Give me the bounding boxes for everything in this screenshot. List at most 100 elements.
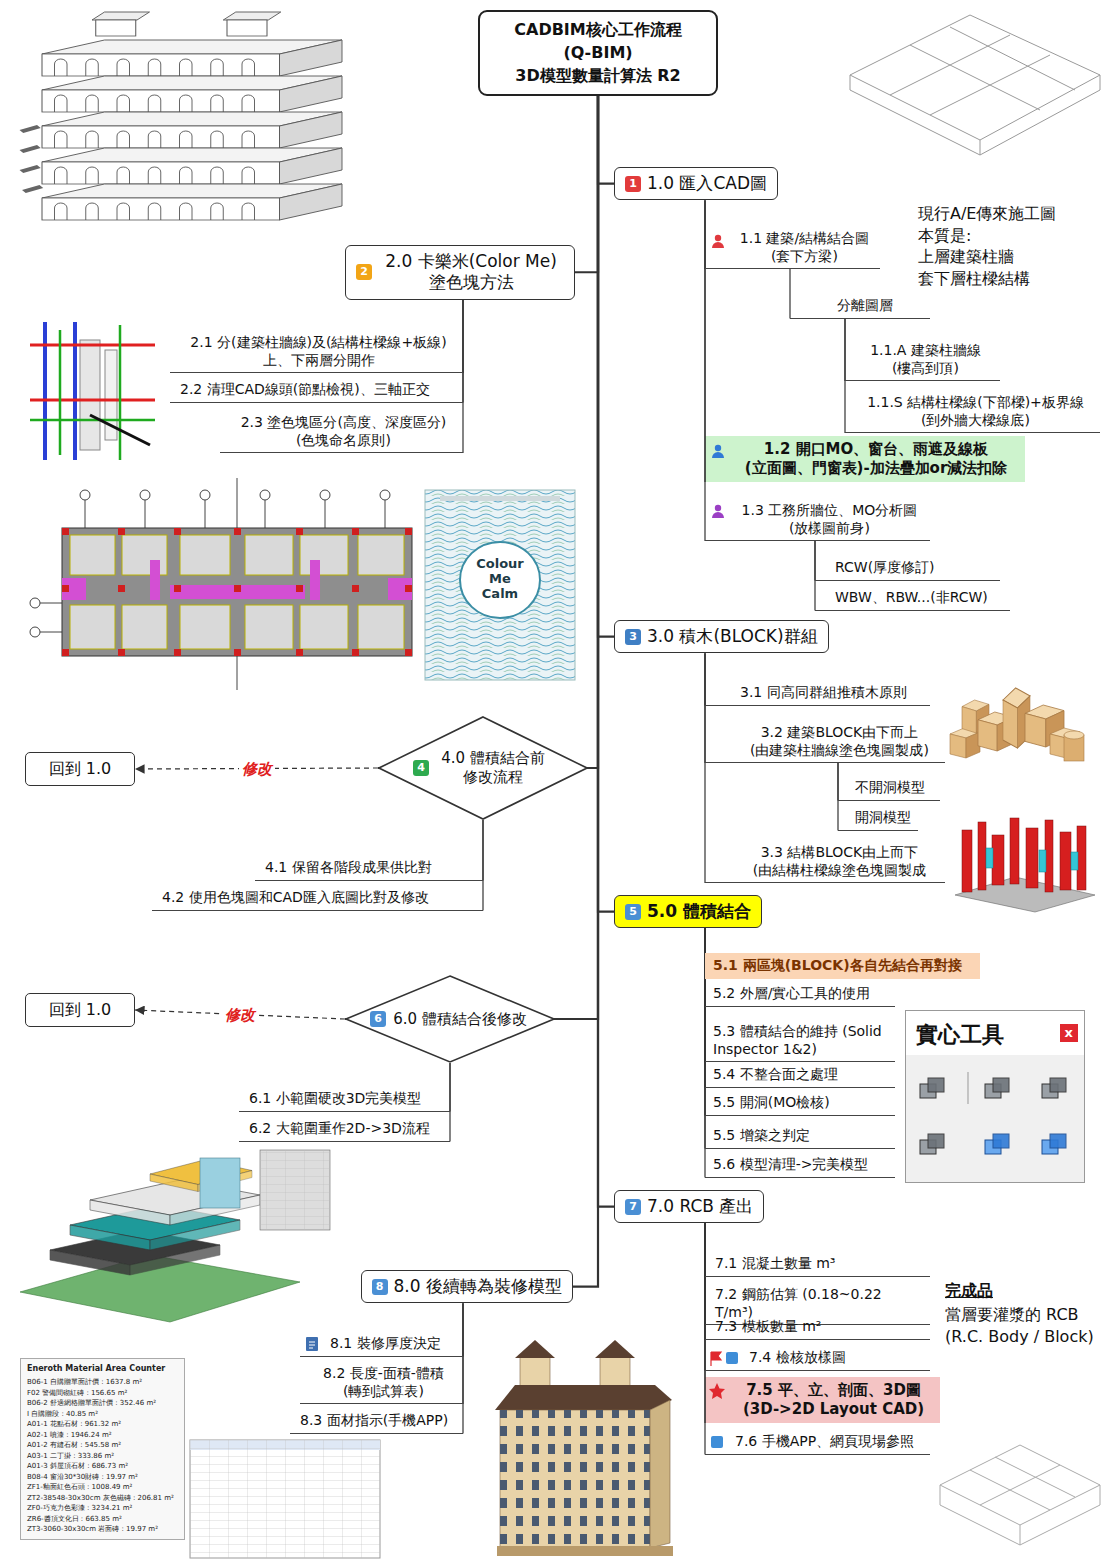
panel-title: 實心工具 [906, 1011, 1084, 1059]
tool-panel-body [920, 1078, 944, 1098]
step-text: 7.4 檢核放樣圖 [749, 1349, 924, 1367]
layered-model [260, 1150, 330, 1230]
tree-line [378, 96, 598, 768]
book-cover [440, 496, 560, 501]
step-text: 7.1 混凝土數量 m³ [715, 1255, 924, 1273]
sub-step: 7.1 混凝土數量 m³ [705, 1253, 930, 1277]
step-text: 8.2 長度-面積-體積 (轉到試算表) [310, 1365, 457, 1400]
layered-model [20, 1150, 330, 1322]
tree-line [482, 820, 483, 911]
structure-blocks [955, 818, 1095, 912]
finished-building [515, 1340, 555, 1358]
step-box: 77.0 RCB 產出 [614, 1190, 764, 1223]
diamond-outline [379, 717, 587, 819]
finished-building [650, 1400, 670, 1548]
tree-line [575, 96, 598, 273]
cad-snippet [30, 325, 155, 460]
sub-step: 5.3 體積結合的維持 (Solid Inspector 1&2) [705, 1021, 895, 1062]
tree-line [573, 96, 598, 1287]
step-label: 6.0 體積結合後修改 [390, 1010, 530, 1029]
cad-snippet [90, 415, 150, 445]
floor-plan [358, 535, 404, 575]
material-entry: B06-1 自購贈單面計價 : 1637.8 m² [27, 1377, 178, 1388]
step-text: 7.3 模板數量 m² [715, 1318, 924, 1336]
finished-building [520, 1355, 550, 1387]
tree-line [449, 1063, 450, 1142]
floor-plan [122, 535, 167, 575]
status-icons [712, 235, 724, 248]
step-text: 7.6 手機APP、網頁現場參照 [735, 1433, 924, 1451]
highlight-step: 7.5 平、立、剖面、3D圖 (3D->2D Layout CAD) [705, 1377, 940, 1423]
floor-plan [62, 528, 412, 656]
sub-step: 4.1 保留各階段成果供比對 [255, 857, 483, 881]
step-text: 開洞模型 [855, 809, 912, 827]
sub-step: 7.3 模板數量 m² [705, 1316, 930, 1340]
step-text: 5.5 開洞(MO檢核) [713, 1094, 889, 1112]
step-text: 2.1 分(建築柱牆線)及(結構柱樑線+板線) 上、下兩層分開作 [180, 334, 457, 369]
material-spreadsheet [190, 1440, 380, 1558]
structure-blocks [1071, 852, 1078, 870]
step-text: 6.1 小範圍硬改3D完美模型 [249, 1090, 444, 1108]
building-exploded-view [42, 112, 342, 148]
wireframe-model [940, 1445, 1100, 1545]
material-entry: ZF0-巧克力色彩漆 : 3234.21 m² [27, 1503, 178, 1514]
floor-plan [180, 535, 230, 575]
status-icons [711, 1352, 721, 1366]
step-text: 1.2 開口MO、窗台、雨遮及線板 (立面圖、門窗表)-加法疊加or減法扣除 [735, 440, 1017, 478]
step-label: 1.0 匯入CAD圖 [647, 173, 767, 194]
tool-panel-body [905, 1010, 1085, 1183]
book-title: Colour Me Calm [474, 557, 526, 602]
step-label: 7.0 RCB 產出 [647, 1196, 753, 1217]
decision-diamond: 44.0 體積結合前 修改流程 [378, 716, 588, 820]
decision-diamond: 66.0 體積結合後修改 [345, 975, 555, 1063]
wireframe-model [890, 27, 1075, 115]
step-text: 4.1 保留各階段成果供比對 [265, 859, 477, 877]
note-text: 當層要灌漿的 RCB (R.C. Body / Block) [945, 1304, 1110, 1347]
step-text: 5.1 兩區塊(BLOCK)各自先結合再對接 [713, 957, 972, 975]
tree-line [598, 96, 614, 637]
cad-snippet [30, 322, 155, 460]
material-entry: F02 警備間砌紅磚 : 156.65 m² [27, 1388, 178, 1399]
finished-building [495, 1340, 673, 1556]
sub-step: 1.1.S 結構柱樑線(下部樑)+板界線 (到外牆大樑線底) [845, 392, 1100, 433]
material-spreadsheet [190, 1440, 380, 1558]
status-icons [715, 235, 721, 241]
wireframe-model [940, 1445, 1100, 1545]
connector-group [135, 96, 845, 1455]
material-entry: ZT3-3060-30x30cm 岩面磚 : 19.97 m² [27, 1524, 178, 1535]
sub-step: 1.1.A 建築柱牆線 (樓高到頂) [845, 340, 1000, 381]
material-panel: Eneroth Material Area CounterB06-1 自購贈單面… [20, 1358, 185, 1540]
floor-plan [300, 605, 348, 649]
structure-blocks [1026, 828, 1038, 888]
building-exploded-view [227, 20, 267, 36]
cad-snippet [80, 340, 100, 450]
finished-building [497, 1546, 673, 1556]
diamond-content: 66.0 體積結合後修改 [370, 1010, 530, 1029]
tool-panel-body [905, 1010, 1085, 1183]
floor-plan [70, 535, 115, 575]
tree-line [462, 300, 463, 454]
sub-step: 8.2 長度-面積-體積 (轉到試算表) [300, 1363, 463, 1404]
floor-plan [62, 528, 412, 656]
step-label: 2.0 卡樂米(Color Me) 塗色塊方法 [378, 251, 564, 294]
floor-plan [140, 490, 150, 500]
sub-step: 開洞模型 [838, 807, 918, 831]
step-box: 55.0 體積結合 [614, 895, 762, 928]
panel-title: Eneroth Material Area Counter [27, 1363, 178, 1375]
edge-label: 修改 [239, 759, 275, 778]
building-exploded-view [42, 148, 342, 184]
building-exploded-view [92, 12, 150, 20]
book-cover [425, 490, 575, 680]
step-number: 5 [625, 904, 641, 920]
structure-blocks [986, 848, 1078, 872]
step-label: 3.0 積木(BLOCK)群組 [647, 626, 818, 647]
step-box: 33.0 積木(BLOCK)群組 [614, 620, 829, 653]
step-text: 5.6 模型清理->完美模型 [713, 1156, 889, 1174]
material-entry: A02-1 噴漆 : 1946.24 m² [27, 1430, 178, 1441]
sub-step: 不開洞模型 [838, 777, 940, 801]
tool-panel-body [985, 1078, 1009, 1098]
floor-plan [245, 535, 293, 575]
building-exploded-view [42, 76, 342, 112]
material-entry: ZR6-醬頂文化日 : 663.85 m² [27, 1514, 178, 1525]
sub-step: 3.3 結構BLOCK由上而下 (由結構柱樑線塗色塊圖製成 [705, 842, 945, 883]
